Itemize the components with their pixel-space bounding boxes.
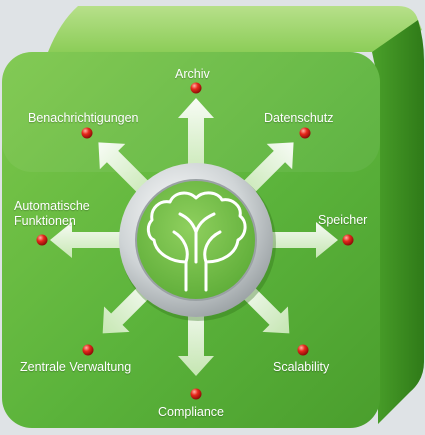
label-automatische-funktionen-line1: Automatische: [14, 199, 90, 213]
arrow-left: [50, 222, 134, 258]
cube-side-face: [372, 20, 424, 424]
node-datenschutz: [299, 127, 311, 139]
label-benachrichtigungen: Benachrichtigungen: [28, 111, 139, 125]
node-automatische-funktionen: [36, 234, 48, 246]
label-compliance: Compliance: [158, 405, 225, 419]
arrow-up: [178, 98, 214, 178]
label-scalability: Scalability: [273, 360, 330, 374]
arrow-right: [258, 222, 338, 258]
node-archiv: [190, 82, 202, 94]
label-datenschutz: Datenschutz: [264, 111, 334, 125]
node-speicher: [342, 234, 354, 246]
tree-icon: [146, 191, 247, 292]
label-speicher: Speicher: [318, 213, 368, 227]
label-automatische-funktionen-line2: Funktionen: [14, 214, 76, 228]
node-benachrichtigungen: [81, 127, 93, 139]
label-archiv: Archiv: [175, 67, 210, 81]
label-zentrale-verwaltung: Zentrale Verwaltung: [20, 360, 132, 374]
node-scalability: [297, 344, 309, 356]
cube-top-face: [48, 6, 422, 52]
node-compliance: [190, 388, 202, 400]
node-zentrale-verwaltung: [82, 344, 94, 356]
arrow-down: [178, 300, 214, 376]
